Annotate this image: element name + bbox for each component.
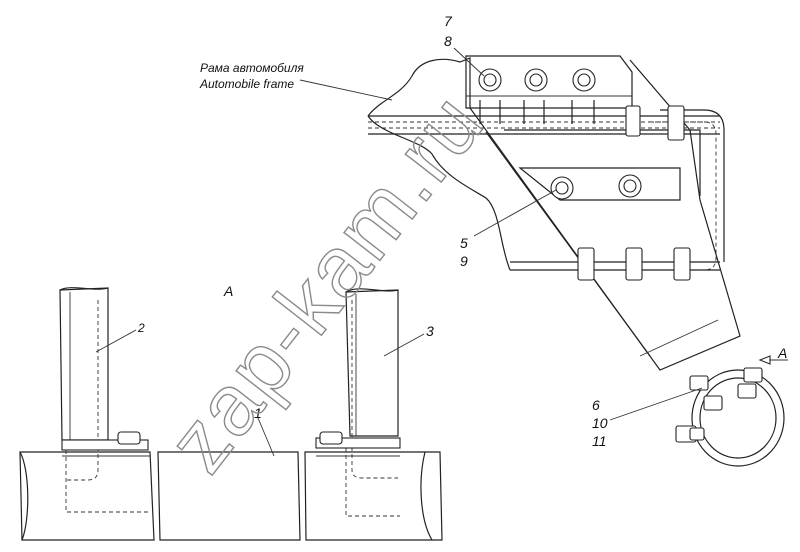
- view-a-assembly: [19, 287, 443, 541]
- callout-1: 1: [254, 405, 262, 421]
- callout-7: 7: [444, 13, 453, 29]
- frame-label-en: Automobile frame: [199, 77, 294, 91]
- bolt-group-top: [478, 68, 596, 92]
- callout-10: 10: [592, 415, 608, 431]
- clamp-ring: [675, 367, 785, 467]
- watermark: zap-kam.ru: [149, 76, 502, 490]
- callout-2: 2: [137, 321, 145, 335]
- callout-9: 9: [460, 253, 468, 269]
- view-a-arrow-label: A: [777, 345, 787, 361]
- callout-8: 8: [444, 33, 452, 49]
- callout-5: 5: [460, 235, 468, 251]
- frame-bracket-assembly: [299, 47, 788, 467]
- frame-label-ru: Рама автомобиля: [200, 61, 304, 75]
- view-a-label: A: [223, 283, 233, 299]
- callout-11: 11: [592, 433, 607, 449]
- callout-6: 6: [592, 397, 600, 413]
- callout-3: 3: [426, 323, 434, 339]
